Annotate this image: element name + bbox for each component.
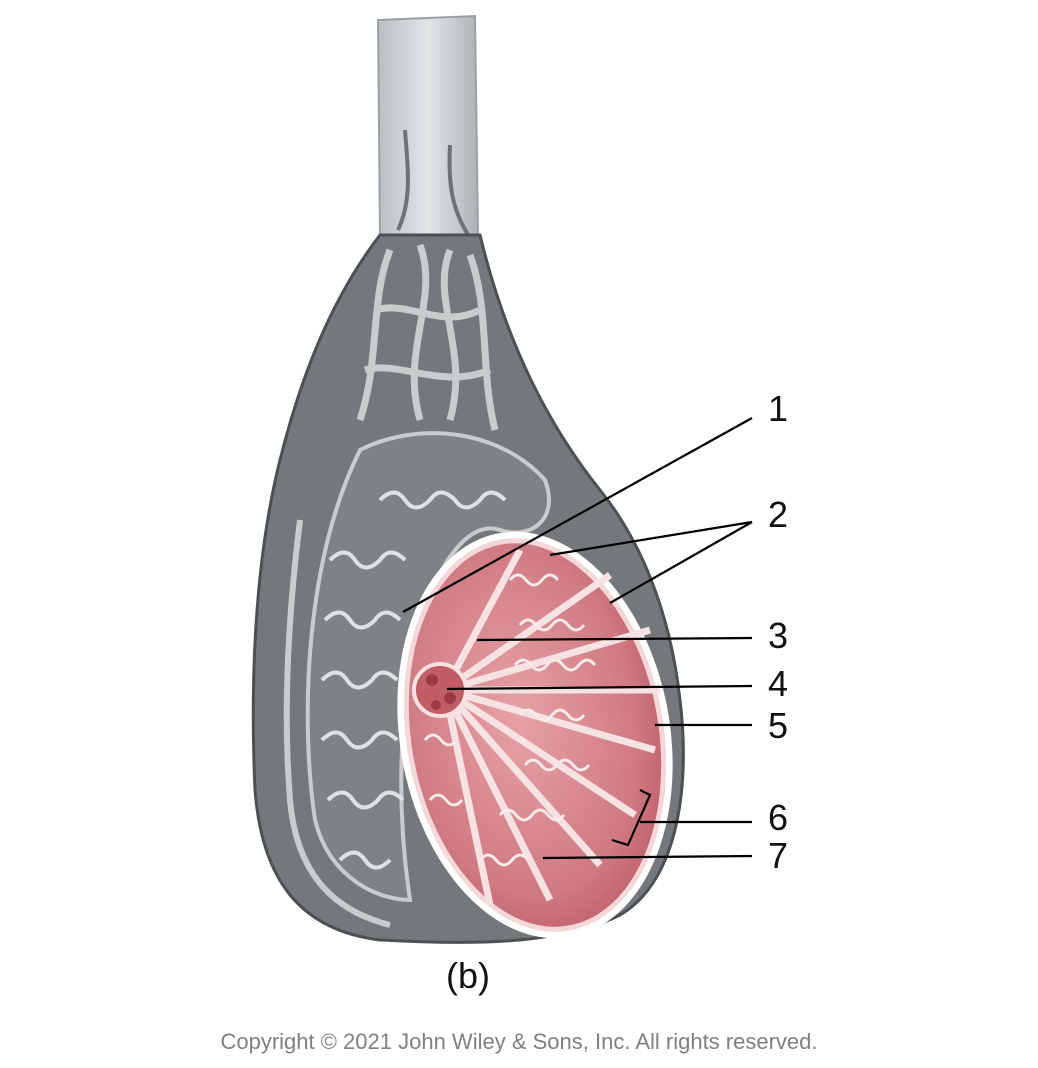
figure-caption: (b) — [446, 955, 490, 996]
spermatic-cord — [376, 14, 480, 240]
label-7: 7 — [768, 835, 788, 876]
leader-lines — [402, 417, 753, 860]
bracket-6 — [611, 789, 652, 847]
leader-2a — [549, 520, 753, 557]
label-6: 6 — [768, 797, 788, 838]
label-2: 2 — [768, 494, 788, 535]
leader-4 — [446, 684, 753, 691]
label-4: 4 — [768, 663, 788, 704]
copyright-notice: Copyright © 2021 John Wiley & Sons, Inc.… — [220, 1029, 817, 1054]
testis — [397, 531, 673, 939]
leader-7 — [542, 854, 753, 860]
rete-testis — [412, 662, 468, 718]
label-group: 1 2 3 4 5 6 7 — [768, 388, 788, 876]
label-1: 1 — [768, 388, 788, 429]
label-3: 3 — [768, 615, 788, 656]
leader-3 — [476, 636, 753, 642]
leader-1 — [402, 417, 753, 613]
vein-plexus — [356, 243, 499, 431]
septa — [441, 548, 660, 906]
label-5: 5 — [768, 705, 788, 746]
seminiferous-tubules — [423, 573, 597, 867]
leader-2b — [609, 521, 753, 604]
